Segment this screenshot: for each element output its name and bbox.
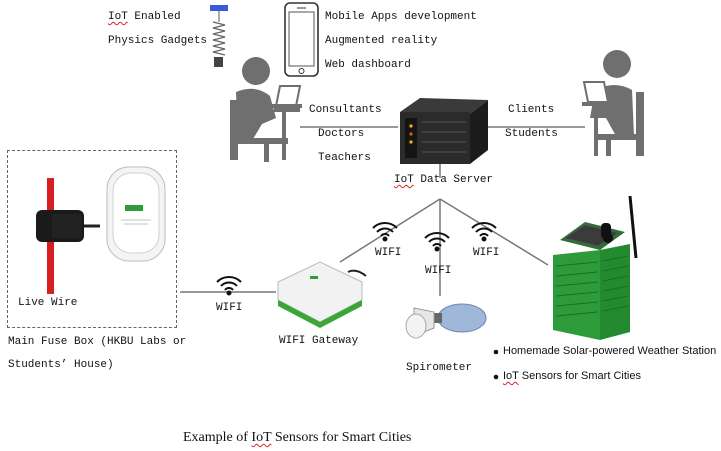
server-label: IoT Data Server — [394, 174, 494, 186]
person-at-desk-right-icon — [582, 50, 644, 156]
smartphone-icon — [284, 2, 319, 77]
bullet-weather-station: Homemade Solar-powered Weather Station — [503, 345, 717, 357]
phone-label-line1: Mobile Apps development — [325, 11, 477, 23]
doctors-label: Doctors — [318, 128, 365, 140]
wifi-gateway-icon — [277, 261, 367, 328]
students-label: Students — [505, 128, 558, 140]
bullet-dot — [493, 349, 499, 355]
weather-station-icon — [553, 195, 638, 340]
phone-label-line2: Augmented reality — [325, 35, 438, 47]
power-meter-plug-icon — [106, 166, 166, 262]
spirometer-label: Spirometer — [406, 362, 473, 374]
spring-gadget-icon — [210, 5, 228, 67]
consultants-label: Consultants — [309, 104, 382, 116]
wifi-icons — [216, 222, 497, 296]
wifi-label-left: WIFI — [375, 247, 402, 259]
spirometer-icon — [405, 303, 487, 339]
live-wire-label: Live Wire — [18, 297, 78, 309]
gadgets-label-line1: IoT Enabled — [108, 11, 181, 23]
clients-label: Clients — [508, 104, 555, 116]
figure-caption: Example of IoT Sensors for Smart Cities — [183, 430, 412, 445]
wifi-label-gateway: WIFI — [216, 302, 243, 314]
gadgets-label-line2: Physics Gadgets — [108, 35, 208, 47]
bullet-iot-sensors: IoT Sensors for Smart Cities — [503, 370, 641, 382]
teachers-label: Teachers — [318, 152, 371, 164]
wifi-label-middle: WIFI — [425, 265, 452, 277]
person-at-desk-left-icon — [230, 57, 302, 162]
phone-label-line3: Web dashboard — [325, 59, 411, 71]
fuse-box-frame — [7, 150, 177, 328]
connector-lines — [180, 126, 585, 296]
fuse-box-title-line2: Students’ House) — [8, 359, 114, 371]
current-sensor-clamp-icon — [36, 178, 100, 294]
wifi-label-right: WIFI — [473, 247, 500, 259]
iot-server-icon — [400, 98, 488, 164]
fuse-box-title-line1: Main Fuse Box (HKBU Labs or — [8, 336, 187, 348]
bullet-dot — [493, 374, 499, 380]
gateway-label: WIFI Gateway — [279, 335, 359, 347]
